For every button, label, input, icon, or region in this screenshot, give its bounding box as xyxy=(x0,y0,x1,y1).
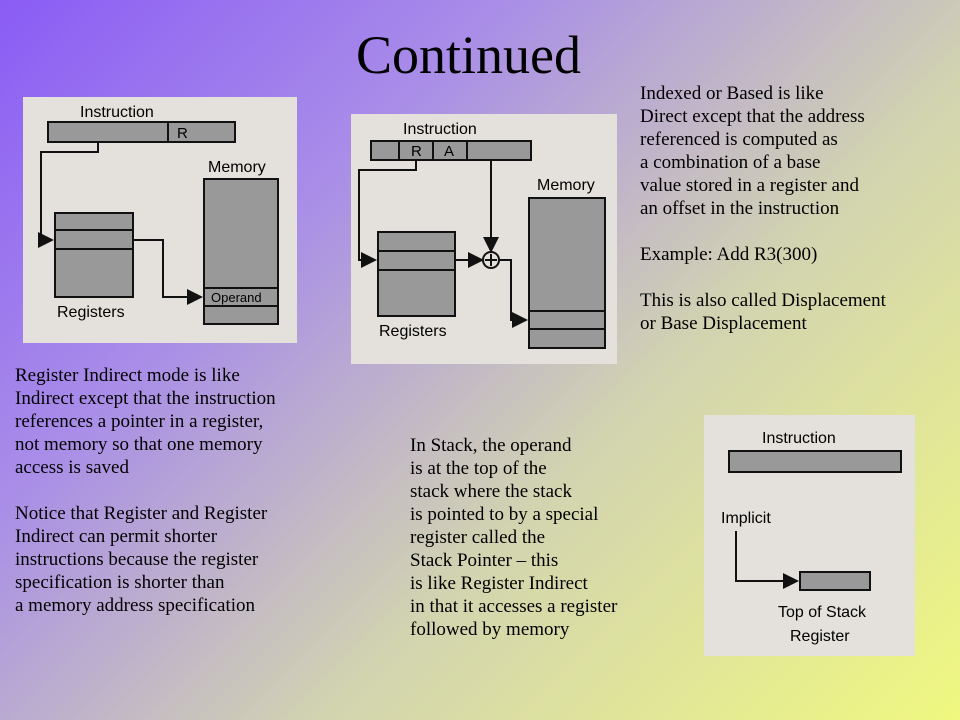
text-line: a memory address specification xyxy=(15,595,256,616)
address-field-label: A xyxy=(444,143,454,160)
text-line: specification is shorter than xyxy=(15,572,225,593)
slide-title: Continued xyxy=(356,25,581,85)
stack-diagram: Instruction Implicit Top of Stack Regist… xyxy=(704,415,915,656)
register-field-label: R xyxy=(411,143,422,160)
operand-label: Operand xyxy=(211,290,262,305)
registers-label: Registers xyxy=(379,323,447,340)
register-label: Register xyxy=(790,628,850,645)
text-line: Notice that Register and Register xyxy=(15,503,268,524)
text-line: Example: Add R3(300) xyxy=(640,244,818,265)
memory-label: Memory xyxy=(208,159,266,176)
implicit-arrow xyxy=(735,531,799,589)
text-line: or Base Displacement xyxy=(640,313,807,334)
blank-line xyxy=(15,479,276,502)
displacement-diagram: Instruction R A Memory Registers xyxy=(351,114,617,364)
text-line: stack where the stack xyxy=(410,481,572,502)
text-line: a combination of a base xyxy=(640,152,821,173)
register-cell xyxy=(54,229,134,250)
text-line: instructions because the register xyxy=(15,549,259,570)
stack-pointer-register xyxy=(799,571,871,591)
operand-arrow xyxy=(133,239,203,305)
top-of-stack-label: Top of Stack xyxy=(778,604,867,621)
text-line: Direct except that the address xyxy=(640,106,865,127)
instruction-label: Instruction xyxy=(403,121,477,138)
operand-cell xyxy=(203,287,279,307)
text-line: an offset in the instruction xyxy=(640,198,840,219)
text-line: In Stack, the operand xyxy=(410,435,572,456)
registers-block xyxy=(54,212,134,298)
text-line: register called the xyxy=(410,527,546,548)
implicit-label: Implicit xyxy=(721,510,771,527)
register-arrow xyxy=(358,160,417,268)
register-indirect-description: Register Indirect mode is like Indirect … xyxy=(15,364,276,617)
registers-block xyxy=(377,231,456,317)
text-line: Indirect can permit shorter xyxy=(15,526,218,547)
instruction-box xyxy=(370,140,532,161)
instruction-box xyxy=(728,450,902,473)
register-indirect-diagram: Instruction R Memory Operand Registers xyxy=(23,97,297,343)
blank-line xyxy=(640,220,886,243)
text-line: is at the top of the xyxy=(410,458,547,479)
text-line: value stored in a register and xyxy=(640,175,859,196)
text-line: Register Indirect mode is like xyxy=(15,365,240,386)
indexed-description: Indexed or Based is like Direct except t… xyxy=(640,82,886,335)
text-line: references a pointer in a register, xyxy=(15,411,264,432)
text-line: is like Register Indirect xyxy=(410,573,588,594)
instruction-label: Instruction xyxy=(762,430,836,447)
text-line: followed by memory xyxy=(410,619,570,640)
text-line: This is also called Displacement xyxy=(640,290,886,311)
memory-label: Memory xyxy=(537,177,595,194)
instruction-box xyxy=(47,121,236,143)
text-line: not memory so that one memory xyxy=(15,434,263,455)
text-line: in that it accesses a register xyxy=(410,596,618,617)
text-line: Indexed or Based is like xyxy=(640,83,824,104)
blank-line xyxy=(640,266,886,289)
text-line: Indirect except that the instruction xyxy=(15,388,276,409)
stack-description: In Stack, the operand is at the top of t… xyxy=(410,434,617,641)
memory-cell xyxy=(528,310,606,330)
registers-label: Registers xyxy=(57,304,125,321)
text-line: access is saved xyxy=(15,457,129,478)
text-line: referenced is computed as xyxy=(640,129,838,150)
register-field-label: R xyxy=(177,125,188,142)
register-arrow xyxy=(38,142,99,248)
instruction-label: Instruction xyxy=(80,104,154,121)
effective-address-arrow xyxy=(499,259,528,328)
text-line: is pointed to by a special xyxy=(410,504,599,525)
text-line: Stack Pointer – this xyxy=(410,550,559,571)
register-cell xyxy=(377,250,456,271)
